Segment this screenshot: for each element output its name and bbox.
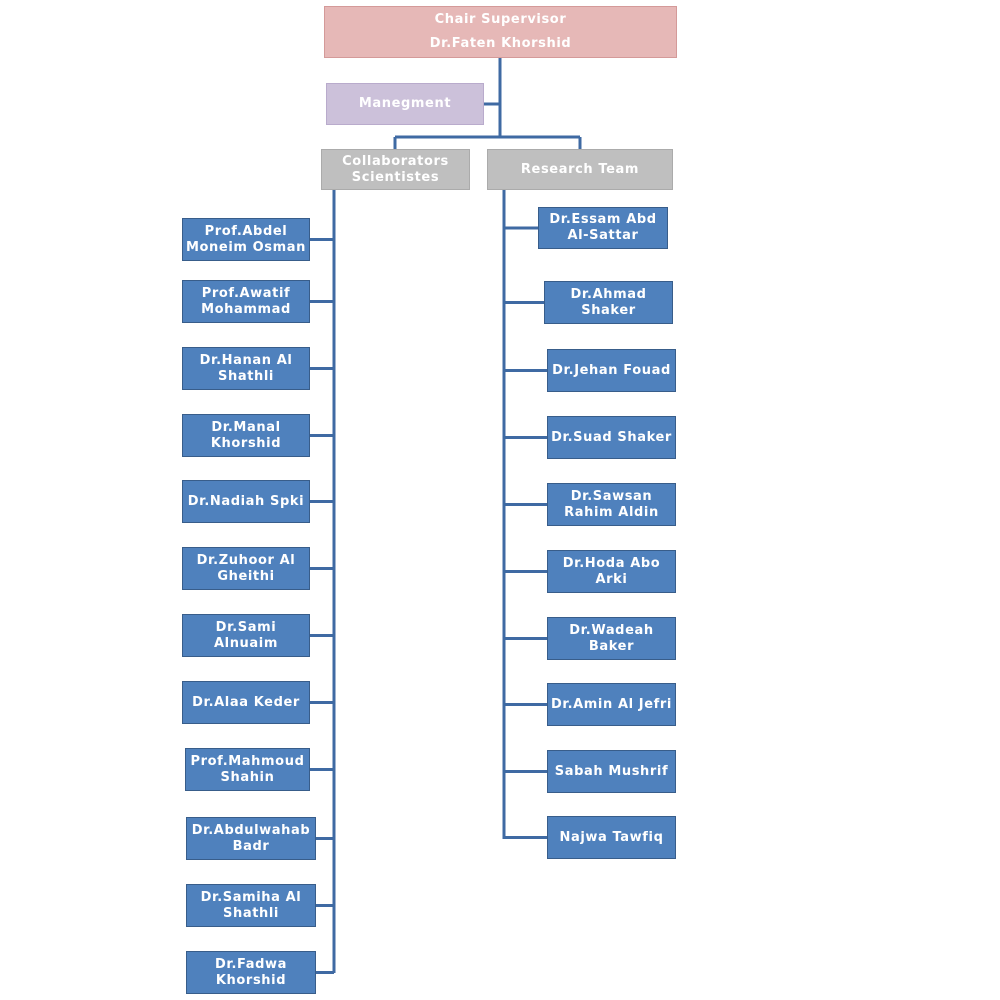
research-member-box[interactable]: Dr.Sawsan Rahim Aldin [547,483,676,526]
collaborator-member-box[interactable]: Prof.Abdel Moneim Osman [182,218,310,261]
management-box[interactable]: Manegment [326,83,484,125]
collaborator-member-box[interactable]: Dr.Manal Khorshid [182,414,310,457]
research-member-box[interactable]: Dr.Wadeah Baker [547,617,676,660]
collaborator-member-box[interactable]: Dr.Sami Alnuaim [182,614,310,657]
collaborator-member-box[interactable]: Dr.Hanan Al Shathli [182,347,310,390]
research-member-box[interactable]: Dr.Hoda Abo Arki [547,550,676,593]
chair-supervisor-role: Chair Supervisor [434,12,567,27]
research-team-box[interactable]: Research Team [487,149,673,190]
research-member-box[interactable]: Dr.Ahmad Shaker [544,281,673,324]
research-member-box[interactable]: Sabah Mushrif [547,750,676,793]
chair-supervisor-name: Dr.Faten Khorshid [429,36,572,51]
collaborator-member-box[interactable]: Dr.Samiha Al Shathli [186,884,316,927]
collaborator-member-box[interactable]: Dr.Abdulwahab Badr [186,817,316,860]
collaborator-member-box[interactable]: Dr.Zuhoor Al Gheithi [182,547,310,590]
chair-supervisor-box[interactable]: Chair Supervisor Dr.Faten Khorshid [324,6,677,58]
research-member-box[interactable]: Dr.Suad Shaker [547,416,676,459]
research-member-box[interactable]: Dr.Amin Al Jefri [547,683,676,726]
research-member-box[interactable]: Najwa Tawfiq [547,816,676,859]
collaborator-member-box[interactable]: Prof.Awatif Mohammad [182,280,310,323]
research-member-box[interactable]: Dr.Essam Abd Al-Sattar [538,207,668,249]
collaborator-member-box[interactable]: Dr.Fadwa Khorshid [186,951,316,994]
collaborator-member-box[interactable]: Prof.Mahmoud Shahin [185,748,310,791]
research-member-box[interactable]: Dr.Jehan Fouad [547,349,676,392]
collaborator-member-box[interactable]: Dr.Nadiah Spki [182,480,310,523]
collaborators-scientists-box[interactable]: Collaborators Scientistes [321,149,470,190]
collaborator-member-box[interactable]: Dr.Alaa Keder [182,681,310,724]
